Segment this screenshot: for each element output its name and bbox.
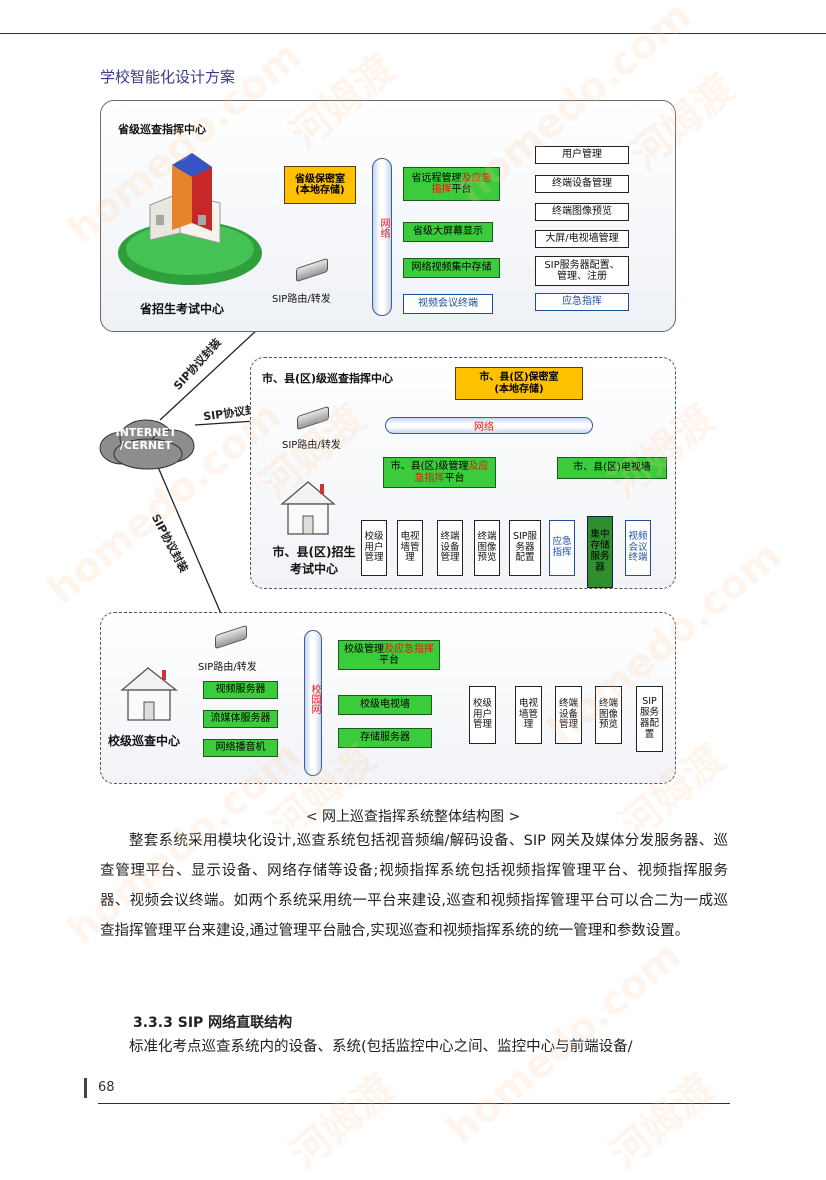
province-exam-center-label: 省招生考试中心 — [140, 302, 225, 316]
school-stream-server: 流媒体服务器 — [203, 710, 278, 728]
school-func-user-mgmt: 校级 用户 管理 — [469, 686, 496, 744]
province-video-conference: 视频会议终端 — [403, 294, 493, 314]
page-header-title: 学校智能化设计方案 — [100, 68, 236, 86]
city-panel-title: 市、县(区)级巡查指挥中心 — [262, 372, 394, 385]
province-func-user-mgmt: 用户管理 — [535, 146, 629, 164]
body-paragraph-2: 标准化考点巡查系统内的设备、系统(包括监控中心之间、监控中心与前端设备/ — [129, 1039, 633, 1055]
city-func-tvwall: 电视 墙管 理 — [397, 520, 423, 576]
school-platform: 校级管理及应急指挥平台 — [338, 640, 440, 670]
school-func-sip-server: SIP 服务 器配 置 — [636, 686, 663, 752]
city-func-user-mgmt: 校级 用户 管理 — [361, 520, 387, 576]
city-network-bus — [385, 417, 593, 434]
body-paragraph-1: 整套系统采用模块化设计,巡查系统包括视音频编/解码设备、SIP 网关及媒体分发服… — [100, 833, 728, 939]
city-storage-room: 市、县(区)保密室 (本地存储) — [455, 367, 583, 400]
school-broadcaster: 网络播音机 — [203, 739, 278, 757]
province-panel-title: 省级巡查指挥中心 — [118, 123, 206, 136]
city-func-sip-server: SIP服 务器 配置 — [509, 520, 541, 576]
city-house-icon — [280, 481, 336, 535]
province-remote-platform: 省远程管理及应急指挥平台 — [403, 167, 500, 201]
province-network-label: 网络 — [378, 218, 389, 238]
school-house-icon — [120, 667, 178, 721]
city-exam-center-label: 市、县(区)招生 考试中心 — [272, 545, 356, 576]
internet-cloud-icon — [99, 419, 195, 470]
province-storage-room: 省级保密室 (本地存储) — [284, 166, 356, 204]
province-func-emergency: 应急指挥 — [535, 293, 629, 311]
school-router-label: SIP路由/转发 — [198, 662, 257, 673]
school-func-device-mgmt: 终端 设备 管理 — [555, 686, 582, 744]
header-rule — [0, 33, 826, 34]
page-number: 68 — [98, 1080, 115, 1095]
watermark-text: 河姆渡 — [601, 1065, 724, 1179]
province-building-icon — [118, 153, 262, 285]
watermark-text: 河姆渡 — [281, 1065, 404, 1179]
school-tv-wall: 校级电视墙 — [338, 695, 432, 715]
province-func-preview: 终端图像预览 — [535, 203, 629, 221]
internet-label: INTERNET /CERNET — [115, 426, 177, 453]
school-func-preview: 终端 图像 预览 — [595, 686, 622, 744]
section-heading: 3.3.3 SIP 网络直联结构 — [133, 1015, 293, 1031]
city-router-label: SIP路由/转发 — [282, 440, 341, 451]
school-func-tvwall: 电视 墙管 理 — [515, 686, 542, 744]
province-func-sip-server: SIP服务器配置、 管理、注册 — [535, 256, 629, 286]
school-storage-server: 存储服务器 — [338, 728, 432, 748]
city-network-label: 网络 — [474, 422, 494, 433]
city-func-emergency: 应急 指挥 — [549, 520, 575, 576]
school-network-label: 校园网 — [309, 684, 320, 714]
page-number-bar — [84, 1078, 87, 1098]
province-video-storage: 网络视频集中存储 — [403, 258, 500, 278]
school-network-bus — [304, 630, 322, 776]
province-router-label: SIP路由/转发 — [272, 294, 331, 305]
city-func-video-conf: 视频 会议 终端 — [625, 520, 651, 576]
province-network-bus — [372, 158, 392, 316]
figure-caption: < 网上巡查指挥系统整体结构图 > — [305, 809, 521, 825]
city-func-preview: 终端 图像 预览 — [474, 520, 500, 576]
province-big-screen: 省级大屏幕显示 — [403, 222, 493, 242]
province-func-device-mgmt: 终端设备管理 — [535, 175, 629, 193]
city-tv-wall: 市、县(区)电视墙 — [557, 457, 667, 479]
province-func-tvwall: 大屏/电视墙管理 — [535, 230, 629, 248]
city-func-device-mgmt: 终端 设备 管理 — [437, 520, 463, 576]
footer-rule — [98, 1103, 730, 1104]
school-video-server: 视频服务器 — [203, 681, 278, 699]
school-panel-title: 校级巡查中心 — [108, 734, 181, 748]
city-platform: 市、县(区)级管理及应 急指挥平台 — [383, 457, 496, 488]
city-func-central-storage: 集中 存储 服务 器 — [587, 516, 613, 588]
